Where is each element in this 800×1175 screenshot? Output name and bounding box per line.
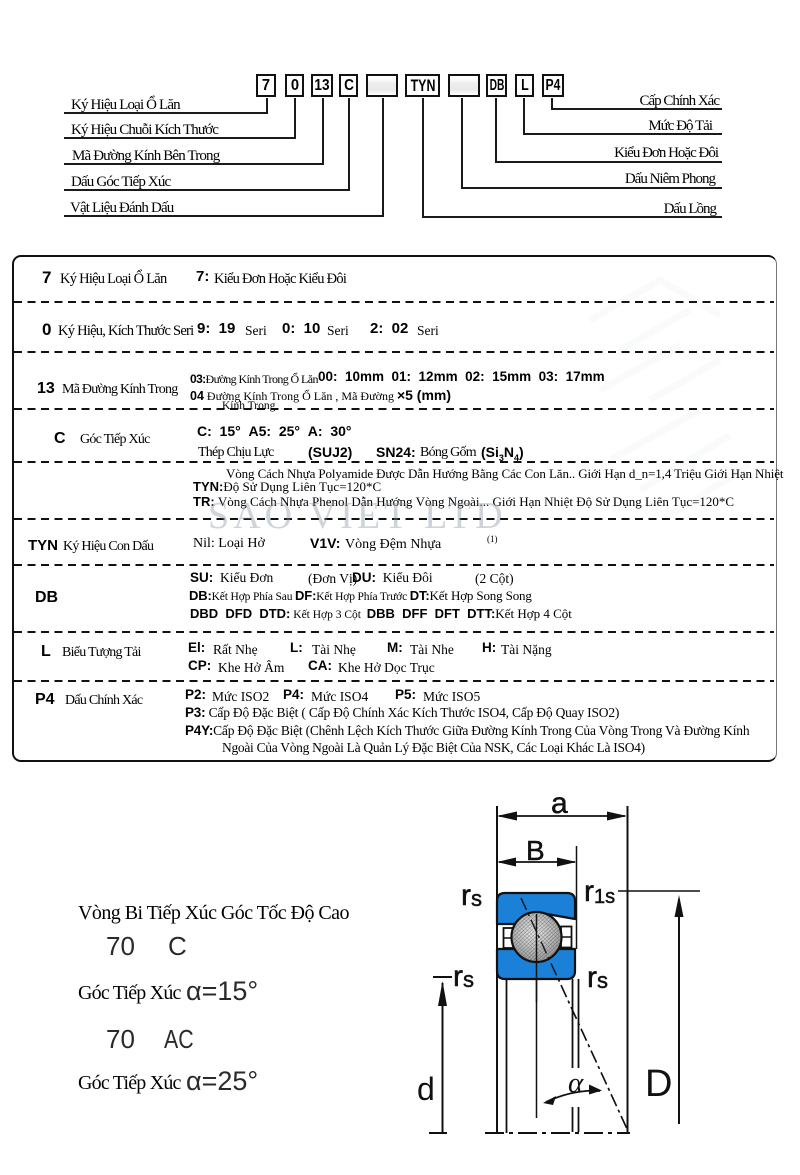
svg-text:α: α (568, 1067, 584, 1099)
svg-text:a: a (551, 787, 568, 820)
svg-text:rs: rs (587, 961, 608, 994)
svg-text:r1s: r1s (584, 875, 615, 908)
svg-text:rs: rs (453, 960, 474, 993)
svg-text:d: d (417, 1071, 435, 1107)
svg-text:B: B (526, 835, 545, 866)
svg-text:D: D (645, 1063, 672, 1105)
svg-text:rs: rs (461, 879, 482, 912)
